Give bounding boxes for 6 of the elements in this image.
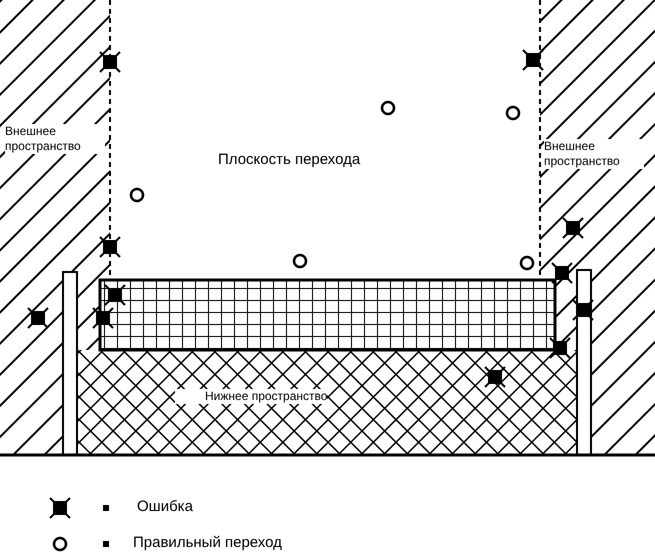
zone-label: Внешнее пространство — [544, 139, 644, 169]
legend-label: Правильный переход — [133, 534, 282, 551]
zone-label: Плоскость перехода — [218, 152, 362, 167]
zone-label: Нижнее пространство — [175, 389, 328, 404]
zone-label: Внешнее пространство — [5, 124, 105, 154]
legend-label: Ошибка — [137, 498, 193, 515]
